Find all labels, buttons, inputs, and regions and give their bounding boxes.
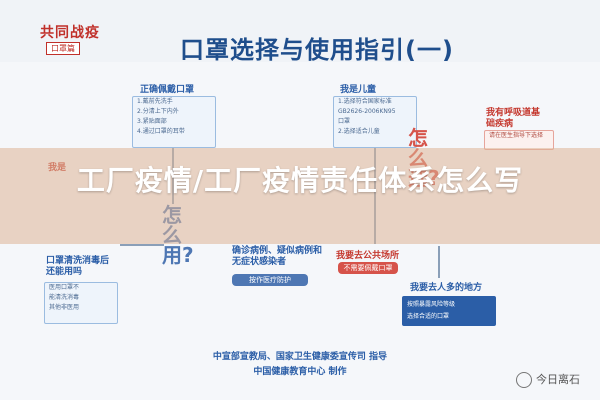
suspect-pill: 按作医疗防护 [232, 274, 308, 286]
children-line: 2.选择适合儿童 [338, 128, 380, 135]
watermark-text: 今日离石 [536, 373, 580, 386]
title-banner: 工厂疫情/工厂疫情责任体系怎么写 [0, 148, 600, 244]
children-line: 1.选择符合国家标准 [338, 98, 392, 105]
banner-text: 工厂疫情/工厂疫情责任体系怎么写 [76, 164, 524, 197]
brand-tag: 口罩篇 [46, 42, 80, 55]
footer-guidance: 中宣部宣教局、国家卫生健康委宣传司 指导 [212, 352, 388, 362]
box-mask-wash: 医用口罩不 能清洗消毒 其他非医用 [44, 282, 118, 324]
connector-arrow [438, 246, 440, 278]
heading-suspect: 确诊病例、疑似病例和无症状感染者 [232, 246, 323, 267]
heading-public-place: 我要去公共场所 [336, 251, 400, 261]
correct-wear-line: 4.通过口罩的耳带 [137, 128, 185, 135]
correct-wear-line: 3.紧贴面部 [137, 118, 167, 125]
box-respiratory: 请在医生指导下选择 [484, 130, 554, 150]
poster-title: 口罩选择与使用指引(一) [180, 36, 454, 64]
footer-producer: 中国健康教育中心 制作 [253, 367, 347, 377]
box-children: 1.选择符合国家标准 GB2626-2006KN95 口罩 2.选择适合儿童 [333, 96, 417, 148]
children-line: 口罩 [338, 118, 351, 125]
connector-arrow [120, 244, 164, 246]
box-correct-wear: 1.戴前先洗手 2.分清上下内外 3.紧贴面部 4.通过口罩的耳带 [132, 96, 216, 148]
mask-wash-line: 能清洗消毒 [49, 294, 80, 301]
respiratory-line: 请在医生指导下选择 [489, 132, 544, 139]
heading-crowd: 我要去人多的地方 [410, 283, 483, 293]
risk-choice-line: 按照暴露风险等级 [407, 301, 456, 308]
heading-correct-wear: 正确佩戴口罩 [140, 85, 195, 95]
risk-choice-line: 选择合适的口罩 [407, 313, 450, 320]
correct-wear-line: 1.戴前先洗手 [137, 98, 173, 105]
wechat-icon [516, 372, 532, 388]
correct-wear-line: 2.分清上下内外 [137, 108, 179, 115]
poster-header: 共同战疫 口罩篇 口罩选择与使用指引(一) [0, 0, 600, 64]
mask-wash-line: 其他非医用 [49, 304, 80, 311]
brand-title: 共同战疫 [40, 25, 100, 41]
mask-wash-line: 医用口罩不 [49, 284, 80, 291]
heading-respiratory: 我有呼吸道基础疾病 [486, 108, 541, 129]
watermark: 今日离石 [516, 371, 580, 388]
heading-children: 我是儿童 [340, 85, 377, 95]
heading-mask-wash: 口罩清洗消毒后还能用吗 [46, 256, 110, 277]
public-place-pill: 不需要佩戴口罩 [338, 262, 398, 274]
box-risk-choice: 按照暴露风险等级 选择合适的口罩 [402, 296, 496, 326]
children-line: GB2626-2006KN95 [338, 108, 396, 115]
